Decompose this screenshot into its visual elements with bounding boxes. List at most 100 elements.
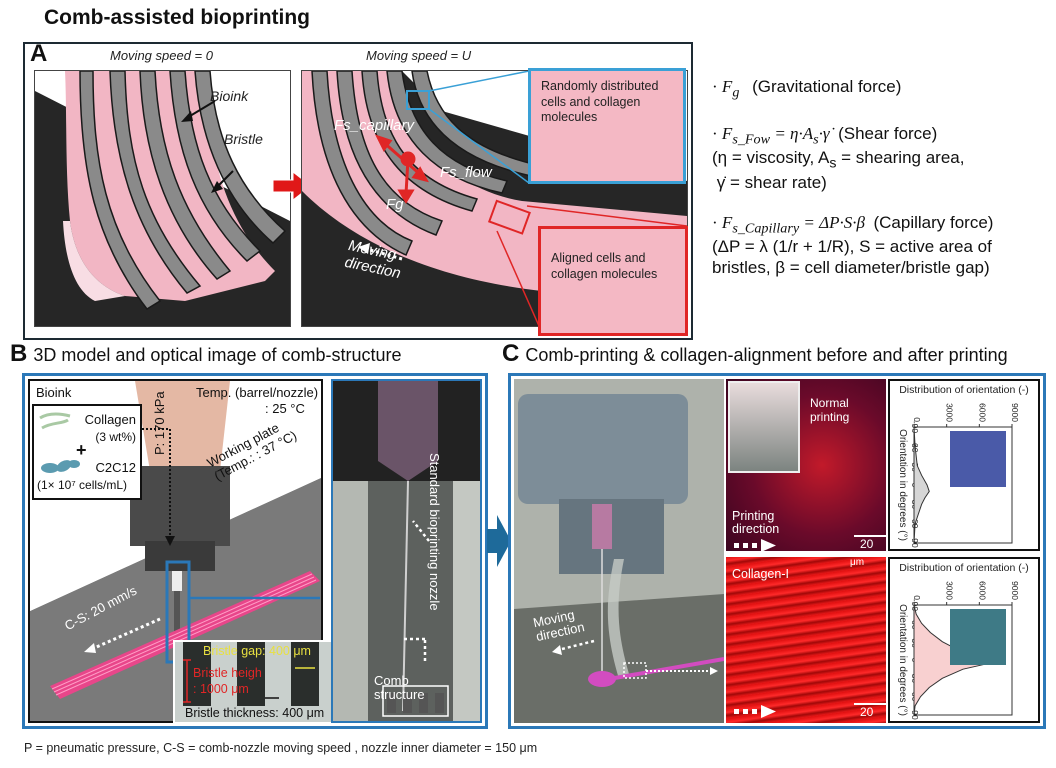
y-tick-label: 90: [910, 710, 920, 720]
orientation-chart-normal: Distribution of orientation (-) 0 3000 6000…: [888, 379, 1040, 551]
label-f-g: Fg: [386, 196, 404, 213]
eq-s-rhs-sub: s: [813, 131, 819, 148]
label-f-flow: Fs_flow: [440, 164, 492, 181]
label-standard-nozzle: Standard bioprinting nozzle: [427, 453, 442, 611]
figure-title: Comb-assisted bioprinting: [44, 6, 311, 29]
orientation-chart-comb: Distribution of orientation (-) 0 3000 6000…: [888, 557, 1040, 723]
bioink-legend-box: Collagen (3 wt%) + C2C12 (1× 10⁷ cells/m…: [32, 404, 142, 500]
label-bioink-b: Bioink: [36, 385, 72, 400]
panel-c-letter: C: [502, 340, 520, 367]
x-tick-label: 0: [912, 595, 922, 600]
panel-a-letter: A: [30, 40, 48, 67]
eq-c-symbol: F: [721, 213, 733, 232]
caption-speed-u: Moving speed = U: [366, 48, 472, 63]
collagen-aligned-image: μm Collagen-I 20: [726, 557, 886, 723]
eq-s-note1-sub: s: [829, 155, 837, 172]
orientation-chart-comb-svg: Distribution of orientation (-) 0 3000 6000…: [897, 562, 1029, 720]
equation-gravity: · Fg (Gravitational force): [712, 77, 902, 101]
printing-direction-arrow-icon: [734, 539, 776, 551]
label-c2c12: C2C12: [95, 460, 136, 475]
label-bioink: Bioink: [210, 88, 249, 104]
bristle-teeth: [175, 642, 331, 722]
eq-s-note1: (η = viscosity, A: [712, 148, 830, 168]
scale-bar-normal: [854, 535, 886, 537]
label-collagen-conc: (3 wt%): [95, 430, 136, 444]
eq-g-symbol: F: [721, 77, 733, 96]
eq-g-sub: g: [732, 84, 740, 101]
zoom-aligned-text: Aligned cells and collagen molecules: [551, 251, 658, 281]
panel-b-title: 3D model and optical image of comb-struc…: [33, 345, 402, 365]
fluorescence-inset: [950, 431, 1006, 487]
scale-unit: μm: [850, 557, 865, 568]
label-bristle-height: Bristle heigh: [193, 666, 262, 680]
label-collagen-i: Collagen-I: [732, 567, 789, 581]
nozzle-photo: [331, 379, 482, 723]
y-tick-label: -90: [910, 599, 920, 612]
label-temp-barrel: Temp. (barrel/nozzle): [196, 385, 319, 400]
plus-icon: +: [76, 440, 87, 460]
normal-printing-image: Normal printing Printing direction 20: [726, 379, 886, 551]
eq-c-sub: s_Capillary: [732, 220, 800, 237]
label-c2c12-conc: (1× 10⁷ cells/mL): [37, 478, 128, 492]
eq-c-note1: (ΔP = λ (1/r + 1/R), S = active area of: [712, 237, 992, 257]
label-comb-structure: Comb structure: [374, 673, 425, 703]
comb-static-illustration: [34, 70, 291, 327]
y-axis-label: Orientation in degrees (°): [897, 604, 908, 716]
zoom-random-cells: Randomly distributed cells and collagen …: [528, 68, 686, 184]
eq-s-note1-tail: = shearing area,: [836, 148, 965, 168]
scale-value-normal: 20: [860, 537, 874, 551]
normal-printing-photo-inset: [728, 381, 800, 473]
y-tick-label: -90: [910, 421, 920, 434]
label-bristle-gap: Bristle gap: 400 μm: [203, 644, 311, 658]
printer-photo-graphic: [514, 379, 724, 723]
equation-capillary: · Fs_Capillary = ΔP·S·β (Capillary force…: [712, 213, 994, 277]
collagen-icon: [39, 412, 71, 430]
eq-s-sub: s_Fow: [732, 131, 771, 148]
label-normal-printing: Normal printing: [810, 396, 850, 424]
zoom-random-text: Randomly distributed cells and collagen …: [541, 79, 659, 125]
scale-bar-collagen: [854, 703, 886, 705]
chart-title: Distribution of orientation (-): [899, 384, 1029, 396]
fluorescence-inset: [950, 609, 1006, 665]
eq-s-rhs-tail: ·γ̇: [818, 124, 830, 143]
eq-c-rhs: = ΔP·S·β: [803, 213, 865, 232]
label-bristle: Bristle: [224, 131, 263, 147]
label-f-capillary: Fs_capillary: [334, 117, 415, 134]
x-tick-label: 6000: [977, 581, 987, 600]
c2c12-cell-icon: [41, 460, 80, 473]
label-collagen: Collagen: [84, 412, 136, 427]
label-temp-barrel-value: : 25 °C: [265, 401, 305, 416]
label-bristle-thickness: Bristle thickness: 400 μm: [185, 706, 325, 720]
x-tick-label: 3000: [945, 581, 955, 600]
distribution-area: [913, 426, 930, 544]
panel-transition-arrow-icon: [487, 515, 511, 567]
scale-value-collagen: 20: [860, 705, 874, 719]
label-printing-direction: Printing direction: [732, 509, 780, 537]
y-axis-label: Orientation in degrees (°): [897, 429, 908, 541]
x-tick-label: 0: [912, 417, 922, 422]
eq-s-note2: γ̇ = shear rate): [716, 172, 827, 192]
label-pressure: P: 170 kPa: [152, 391, 167, 455]
x-tick-label: 3000: [945, 403, 955, 422]
x-tick-label: 6000: [977, 403, 987, 422]
comb-printing-photo: [514, 379, 724, 723]
equation-shear: · Fs_Fow = η·As·γ̇ (Shear force) (η = vi…: [712, 124, 965, 192]
panel-b-letter: B: [10, 340, 28, 367]
x-tick-label: 9000: [1010, 581, 1020, 600]
bristle-micrograph-inset: Bristle gap: 400 μm Bristle heigh : 1000…: [173, 640, 333, 724]
eq-s-desc: (Shear force): [838, 124, 938, 143]
orientation-chart-normal-svg: Distribution of orientation (-) 0 3000 6000…: [897, 384, 1029, 548]
eq-s-symbol: F: [721, 124, 733, 143]
eq-g-desc: (Gravitational force): [752, 77, 902, 96]
eq-c-desc: (Capillary force): [873, 213, 994, 232]
collagen-direction-arrow-icon: [734, 705, 776, 718]
caption-speed-zero: Moving speed = 0: [110, 48, 213, 63]
nozzle-photo-graphic: [333, 381, 480, 721]
zoom-aligned-cells: Aligned cells and collagen molecules: [538, 226, 688, 336]
figure-footnote: P = pneumatic pressure, C-S = comb-nozzl…: [24, 741, 538, 755]
chart-title: Distribution of orientation (-): [899, 562, 1029, 574]
eq-s-rhs: = η·A: [774, 124, 814, 143]
label-bristle-height-value: : 1000 μm: [193, 682, 249, 696]
